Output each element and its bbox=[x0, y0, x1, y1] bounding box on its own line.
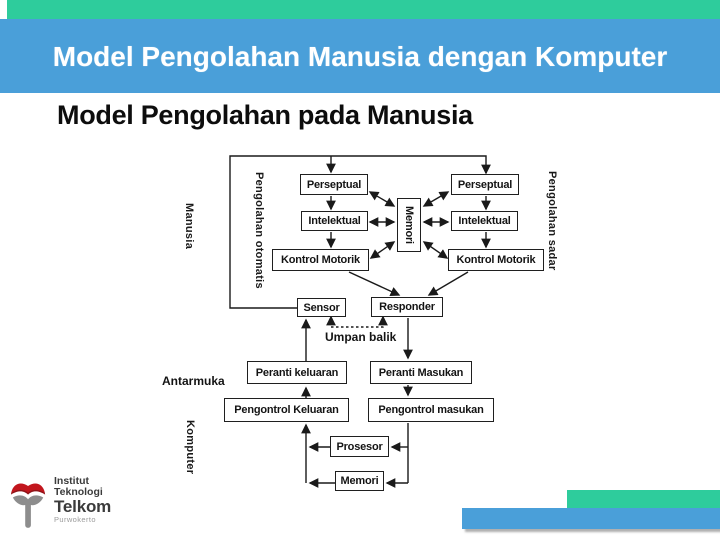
box-pengontrol-keluaran: Pengontrol Keluaran bbox=[224, 398, 349, 422]
telkom-logo-icon bbox=[10, 483, 46, 528]
box-prosesor: Prosesor bbox=[330, 436, 389, 457]
accent-bar-green bbox=[567, 490, 720, 508]
arrow-left-kontrol-responder bbox=[348, 271, 401, 296]
institution-logo: Institut Teknologi Telkom Purwokerto bbox=[10, 476, 140, 536]
logo-line-telkom: Telkom bbox=[54, 497, 112, 516]
label-pengolahan-otomatis: Pengolahan otomatis bbox=[253, 172, 265, 289]
arrow-right-kontrol-responder bbox=[427, 271, 469, 296]
box-sensor: Sensor bbox=[297, 298, 346, 317]
box-memori-bottom: Memori bbox=[335, 471, 384, 491]
box-responder: Responder bbox=[371, 297, 443, 317]
box-kontrol-motorik-left: Kontrol Motorik bbox=[272, 249, 369, 271]
box-peranti-masukan: Peranti Masukan bbox=[370, 361, 472, 384]
arrow-right-perseptual-memori bbox=[422, 191, 450, 207]
top-accent-bar bbox=[0, 0, 720, 19]
title-bar: Model Pengolahan Manusia dengan Komputer bbox=[0, 19, 720, 93]
arrow-right-kontrol-memori bbox=[422, 241, 449, 259]
box-perseptual-right: Perseptual bbox=[451, 174, 519, 195]
label-pengolahan-sadar: Pengolahan sadar bbox=[546, 171, 558, 271]
box-intelektual-left: Intelektual bbox=[301, 211, 368, 231]
logo-line-institut: Institut bbox=[54, 475, 89, 487]
box-perseptual-left: Perseptual bbox=[300, 174, 368, 195]
slide-title: Model Pengolahan Manusia dengan Komputer bbox=[52, 41, 668, 72]
slide-subtitle: Model Pengolahan pada Manusia bbox=[57, 100, 473, 130]
top-left-notch bbox=[0, 0, 7, 19]
label-umpan-balik: Umpan balik bbox=[325, 330, 397, 344]
arrow-left-kontrol-memori bbox=[369, 241, 396, 259]
label-manusia: Manusia bbox=[183, 203, 195, 250]
label-antarmuka: Antarmuka bbox=[162, 374, 225, 388]
accent-bar-blue bbox=[462, 508, 720, 529]
label-komputer: Komputer bbox=[184, 420, 196, 475]
logo-text: Institut Teknologi Telkom Purwokerto bbox=[54, 476, 111, 536]
arrow-left-perseptual-memori bbox=[368, 191, 396, 207]
box-memori-center: Memori bbox=[397, 198, 421, 252]
logo-line-teknologi: Teknologi bbox=[54, 486, 103, 498]
box-intelektual-right: Intelektual bbox=[451, 211, 518, 231]
logo-line-purwokerto: Purwokerto bbox=[54, 515, 96, 524]
arrow-feedback-dashed bbox=[326, 315, 388, 328]
box-peranti-keluaran: Peranti keluaran bbox=[247, 361, 347, 384]
box-kontrol-motorik-right: Kontrol Motorik bbox=[448, 249, 544, 271]
box-pengontrol-masukan: Pengontrol masukan bbox=[368, 398, 494, 422]
